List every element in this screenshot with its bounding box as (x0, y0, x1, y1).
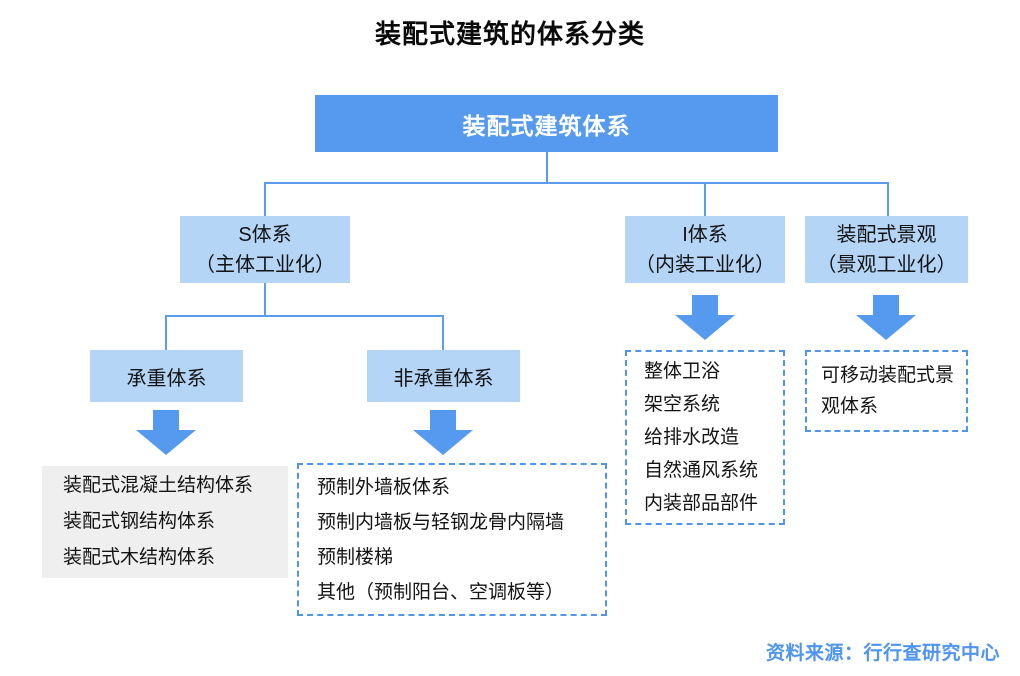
list-item: 装配式混凝土结构体系 (63, 475, 254, 496)
node-s-system: S体系 （主体工业化） (180, 216, 350, 283)
node-root-system: 装配式建筑体系 (315, 95, 778, 152)
node-non-bearing-system: 非承重体系 (367, 350, 520, 402)
list-item: 自然通风系统 (644, 460, 759, 481)
page-title: 装配式建筑的体系分类 (374, 19, 645, 49)
down-arrow-icon (856, 295, 916, 340)
node-s-title: S体系 (238, 223, 292, 246)
leaf-box-bearing-systems: 装配式混凝土结构体系 装配式钢结构体系 装配式木结构体系 (42, 466, 288, 578)
down-arrow-icon (136, 410, 196, 455)
list-item: 装配式木结构体系 (63, 547, 216, 568)
node-landscape-title: 装配式景观 (836, 223, 937, 246)
node-i-system: I体系 （内装工业化） (625, 216, 785, 283)
list-item: 其他（预制阳台、空调板等） (317, 581, 565, 603)
down-arrow-icon (413, 410, 473, 455)
node-landscape-system: 装配式景观 （景观工业化） (805, 216, 968, 283)
node-root-label: 装配式建筑体系 (462, 112, 631, 139)
node-i-title: I体系 (682, 223, 728, 246)
list-item: 预制外墙板体系 (317, 476, 451, 498)
node-bearing-label: 承重体系 (126, 367, 207, 390)
leaf-box-interior-systems: 整体卫浴 架空系统 给排水改造 自然通风系统 内装部品部件 (625, 350, 785, 525)
list-item: 给排水改造 (644, 427, 740, 448)
down-arrow-icon (675, 295, 735, 340)
leaf-box-non-bearing-systems: 预制外墙板体系 预制内墙板与轻钢龙骨内隔墙 预制楼梯 其他（预制阳台、空调板等） (297, 463, 607, 616)
list-item: 预制楼梯 (317, 546, 394, 568)
list-item: 装配式钢结构体系 (63, 511, 216, 532)
list-item: 预制内墙板与轻钢龙骨内隔墙 (317, 511, 565, 533)
list-item: 可移动装配式景观体系 (821, 365, 955, 417)
node-i-subtitle: （内装工业化） (635, 253, 775, 276)
node-bearing-system: 承重体系 (90, 350, 243, 402)
list-item: 架空系统 (644, 394, 721, 415)
node-landscape-subtitle: （景观工业化） (816, 253, 957, 276)
node-s-subtitle: （主体工业化） (195, 253, 335, 276)
node-non-bearing-label: 非承重体系 (393, 367, 494, 390)
leaf-box-landscape-systems: 可移动装配式景观体系 (805, 350, 968, 432)
source-note: 资料来源：行行查研究中心 (765, 643, 1000, 664)
list-item: 整体卫浴 (644, 361, 721, 382)
list-item: 内装部品部件 (644, 493, 759, 514)
